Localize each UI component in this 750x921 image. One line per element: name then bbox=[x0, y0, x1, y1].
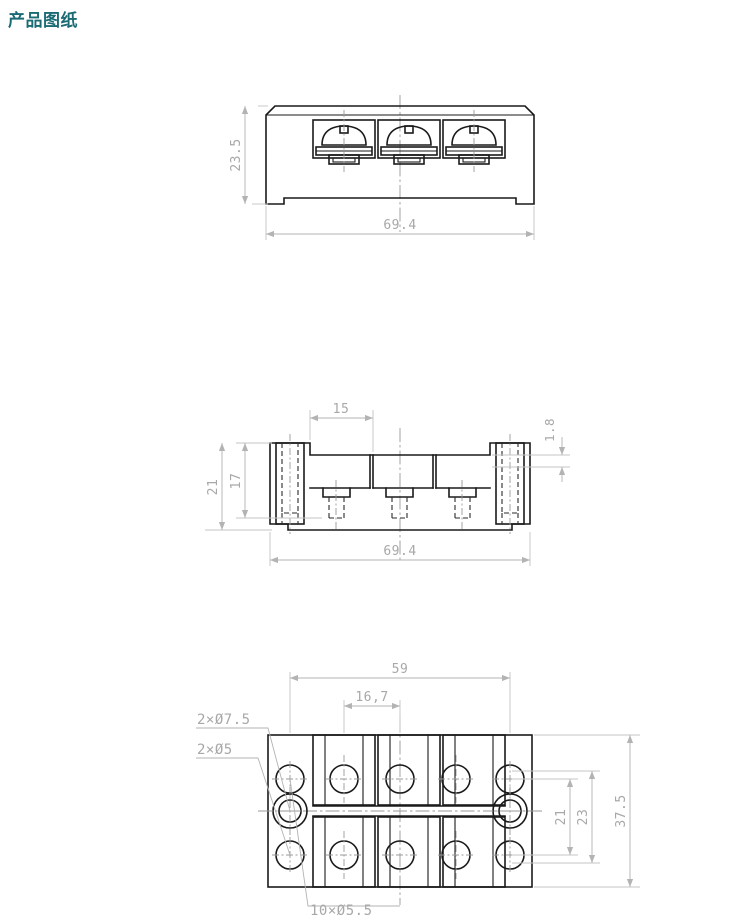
side-view: 15 1.8 21 17 bbox=[205, 402, 570, 566]
hole-d55 bbox=[326, 755, 362, 803]
terminal-pocket-2 bbox=[377, 119, 441, 165]
dimension-side-pitch-label: 15 bbox=[333, 402, 350, 417]
side-view-cell-2 bbox=[372, 454, 434, 519]
side-view-left-mount-boss bbox=[275, 434, 305, 534]
dimension-bottom-width: 37.5 bbox=[534, 734, 640, 888]
side-view-cell-3 bbox=[435, 454, 491, 530]
side-view-right-mount-boss bbox=[495, 434, 525, 534]
dimension-bottom-cell-pitch-label: 16,7 bbox=[355, 690, 388, 705]
front-view-terminal-pockets bbox=[312, 110, 506, 172]
side-view-cells bbox=[309, 454, 491, 530]
hole-d55 bbox=[382, 764, 418, 794]
dimension-front-height-label: 23.5 bbox=[229, 138, 244, 171]
dimension-front-width-label: 69.4 bbox=[383, 218, 416, 233]
terminal-pocket-1 bbox=[312, 110, 376, 172]
front-view-body-outline bbox=[265, 105, 535, 205]
dimension-side-inner-height-label: 17 bbox=[229, 473, 244, 490]
hole-d55 bbox=[438, 831, 474, 879]
page-title: 产品图纸 bbox=[8, 11, 78, 30]
hole-d75-d5-right bbox=[486, 787, 534, 835]
dimension-side-width: 69.4 bbox=[269, 532, 531, 566]
dimension-bottom-inner-width: 23 bbox=[512, 770, 600, 864]
dimension-side-height-label: 21 bbox=[206, 479, 221, 496]
dimension-bottom-hole-pitch: 21 bbox=[512, 778, 578, 856]
front-view: 23.5 69.4 bbox=[229, 95, 535, 240]
dimension-side-lip-label: 1.8 bbox=[542, 418, 557, 442]
dimension-bottom-mount-span: 59 bbox=[289, 662, 511, 733]
hole-d55 bbox=[438, 755, 474, 803]
dimension-side-width-label: 69.4 bbox=[383, 544, 416, 559]
side-view-cell-1 bbox=[309, 454, 371, 530]
callout-10x-d55: 10×Ø5.5 bbox=[289, 778, 400, 919]
dimension-bottom-hole-pitch-label: 21 bbox=[554, 809, 569, 826]
hole-d55 bbox=[326, 831, 362, 879]
dimension-front-height: 23.5 bbox=[229, 105, 268, 205]
callout-2x-d5: 2×Ø5 bbox=[196, 742, 291, 856]
callout-2x-d75-label: 2×Ø7.5 bbox=[197, 712, 251, 728]
terminal-pocket-3 bbox=[442, 110, 506, 172]
bottom-view-cells bbox=[312, 734, 506, 888]
bottom-view: 59 16,7 21 23 bbox=[196, 662, 640, 919]
dimension-side-lip: 1.8 bbox=[492, 418, 570, 482]
dimension-side-pitch: 15 bbox=[309, 402, 374, 452]
dimension-front-width: 69.4 bbox=[265, 206, 535, 240]
dimension-bottom-cell-pitch: 16,7 bbox=[343, 690, 401, 733]
callout-2x-d5-label: 2×Ø5 bbox=[197, 742, 233, 758]
callout-10x-d55-label: 10×Ø5.5 bbox=[310, 903, 373, 919]
dimension-bottom-inner-width-label: 23 bbox=[576, 809, 591, 826]
dimension-bottom-mount-span-label: 59 bbox=[392, 662, 409, 677]
dimension-bottom-width-label: 37.5 bbox=[614, 794, 629, 827]
hole-d55 bbox=[382, 840, 418, 870]
dimension-side-inner-height: 17 bbox=[229, 442, 322, 519]
callout-2x-d75: 2×Ø7.5 bbox=[196, 712, 291, 812]
